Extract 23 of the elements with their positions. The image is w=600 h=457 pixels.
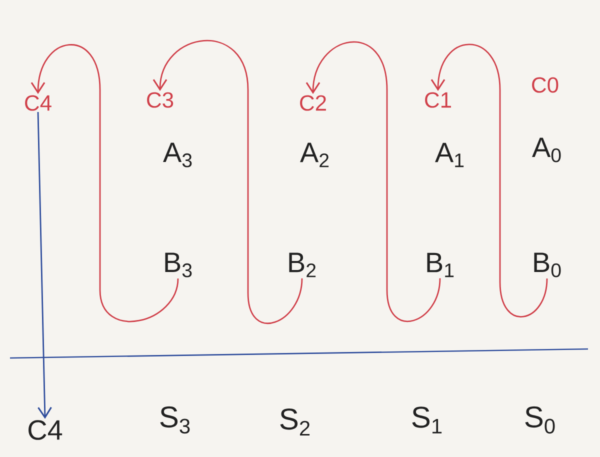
carry-arrow [430, 44, 548, 318]
carry-out-label: C4 [28, 420, 62, 440]
sum-label: S$_{3}$ [160, 406, 190, 434]
sum-label: S$_{1}$ [412, 406, 442, 434]
sum-label: S$_{0}$ [525, 406, 555, 434]
carry-arrow [152, 40, 303, 324]
digit-label: B$_{1}$ [427, 252, 454, 278]
carry-arrow [306, 42, 441, 322]
carry-arrow [30, 44, 179, 322]
digit-label: A$_{2}$ [300, 142, 329, 168]
digit-label: B$_{0}$ [534, 252, 561, 278]
carry-label: C1 [425, 92, 451, 108]
carry-label: C4 [25, 95, 52, 111]
carry-label: C0 [532, 77, 558, 93]
digit-label: B$_{2}$ [289, 252, 316, 278]
digit-label: A$_{0}$ [532, 138, 561, 162]
digit-label: A$_{1}$ [435, 142, 464, 168]
digit-label: B$_{3}$ [165, 252, 192, 278]
carry-out-arrow [37, 112, 52, 419]
carry-label: C2 [300, 95, 326, 111]
sum-label: S$_{2}$ [280, 408, 310, 436]
digit-label: A$_{3}$ [163, 142, 192, 168]
carry-label: C3 [147, 92, 174, 108]
